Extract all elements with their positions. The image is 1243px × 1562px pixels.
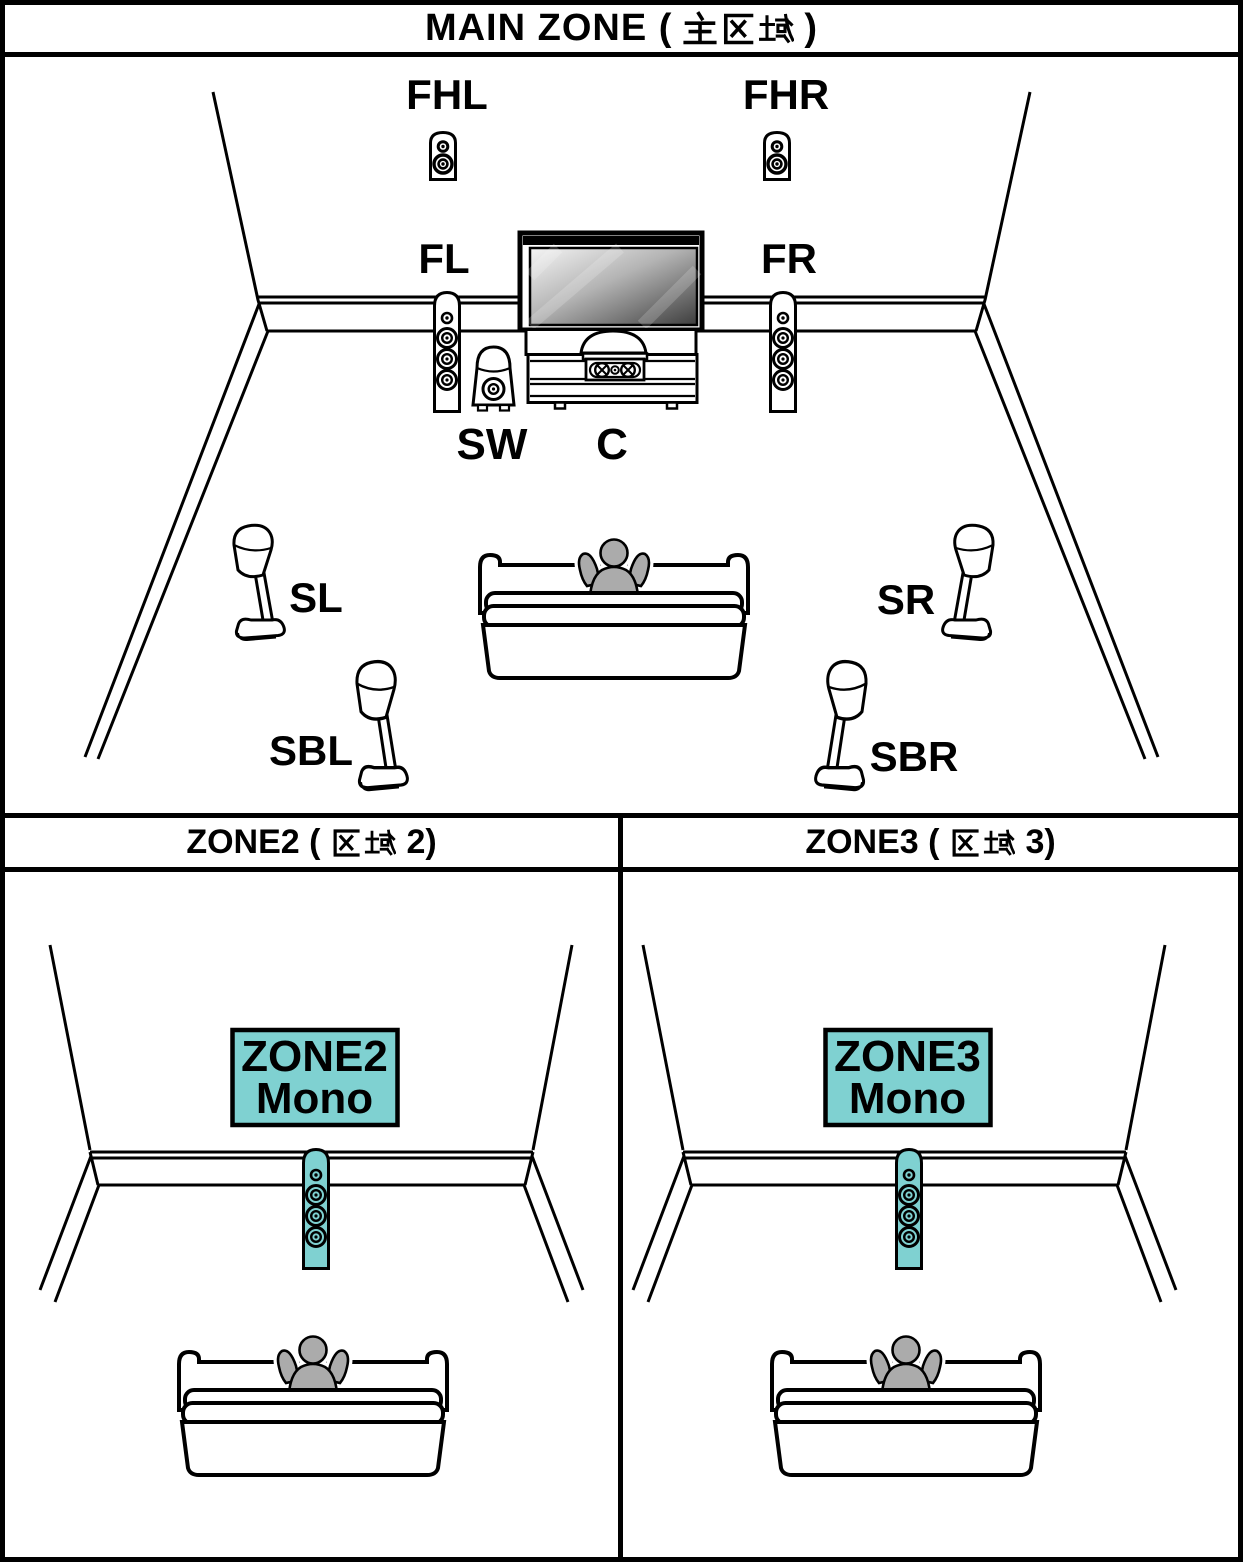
main-sofa-with-person xyxy=(480,540,748,679)
main-zone-title-prefix: MAIN ZONE ( xyxy=(424,7,673,49)
zone3-header: ZONE3 ( 区域 3) xyxy=(623,818,1238,867)
label-subwoofer: SW xyxy=(457,420,528,469)
zone3-title-cjk-glyphs xyxy=(949,827,1016,859)
speaker-surround-right xyxy=(941,523,995,642)
label-front-left: FL xyxy=(418,235,469,282)
label-surround-back-right: SBR xyxy=(870,733,959,780)
zone2-box-line1: ZONE2 xyxy=(241,1032,388,1081)
zone2-title-suffix: 2) xyxy=(406,823,437,861)
zone3-title-prefix: ZONE3 ( xyxy=(805,823,940,861)
speaker-front-left xyxy=(433,291,461,413)
main-zone-room: FHL FHR FL FR SW C SL SR SBL SBR xyxy=(83,71,1160,792)
cjk-glyph-qu xyxy=(724,13,754,44)
cjk-glyph-yu xyxy=(984,829,1016,855)
label-front-height-right: FHR xyxy=(743,71,829,118)
tv-screen xyxy=(528,246,699,327)
zone2-room: ZONE2 Mono xyxy=(40,945,583,1475)
speaker-surround-left xyxy=(232,523,286,642)
label-surround-left: SL xyxy=(289,574,343,621)
zone3-box-line1: ZONE3 xyxy=(834,1032,981,1081)
speaker-center xyxy=(581,352,649,382)
speaker-front-height-right xyxy=(762,130,792,182)
zone3-room: ZONE3 Mono xyxy=(633,945,1176,1475)
label-surround-right: SR xyxy=(877,576,935,623)
tv-stand-foot xyxy=(579,329,648,355)
main-zone-title-cjk-glyphs xyxy=(682,11,795,47)
zone2-header: ZONE2 ( 区域 2) xyxy=(5,818,618,867)
label-surround-back-left: SBL xyxy=(269,727,353,774)
speaker-subwoofer xyxy=(471,345,516,412)
cjk-glyph-qu xyxy=(952,828,980,857)
speaker-surround-back-left xyxy=(355,659,410,792)
tv-top-bezel xyxy=(523,236,699,245)
cjk-glyph-zhu xyxy=(683,11,717,44)
speaker-front-height-left xyxy=(428,130,458,182)
zone2-title-prefix: ZONE2 ( xyxy=(186,823,321,861)
label-front-right: FR xyxy=(761,235,817,282)
zone2-title-cjk-glyphs xyxy=(330,827,397,859)
cjk-glyph-yu xyxy=(759,13,795,43)
speaker-surround-back-right xyxy=(813,659,868,792)
main-zone-title-suffix: ) xyxy=(804,7,819,49)
cjk-glyph-qu xyxy=(333,828,361,857)
main-zone-header: MAIN ZONE ( 主区域 ) xyxy=(5,5,1238,52)
zone3-box-line2: Mono xyxy=(849,1074,966,1123)
tv-and-cabinet xyxy=(517,230,705,410)
speaker-front-right xyxy=(769,291,797,413)
zone3-title-suffix: 3) xyxy=(1025,823,1056,861)
zone2-box-line2: Mono xyxy=(256,1074,373,1123)
label-front-height-left: FHL xyxy=(406,71,488,118)
label-center: C xyxy=(596,420,628,469)
cjk-glyph-yu xyxy=(365,829,397,855)
